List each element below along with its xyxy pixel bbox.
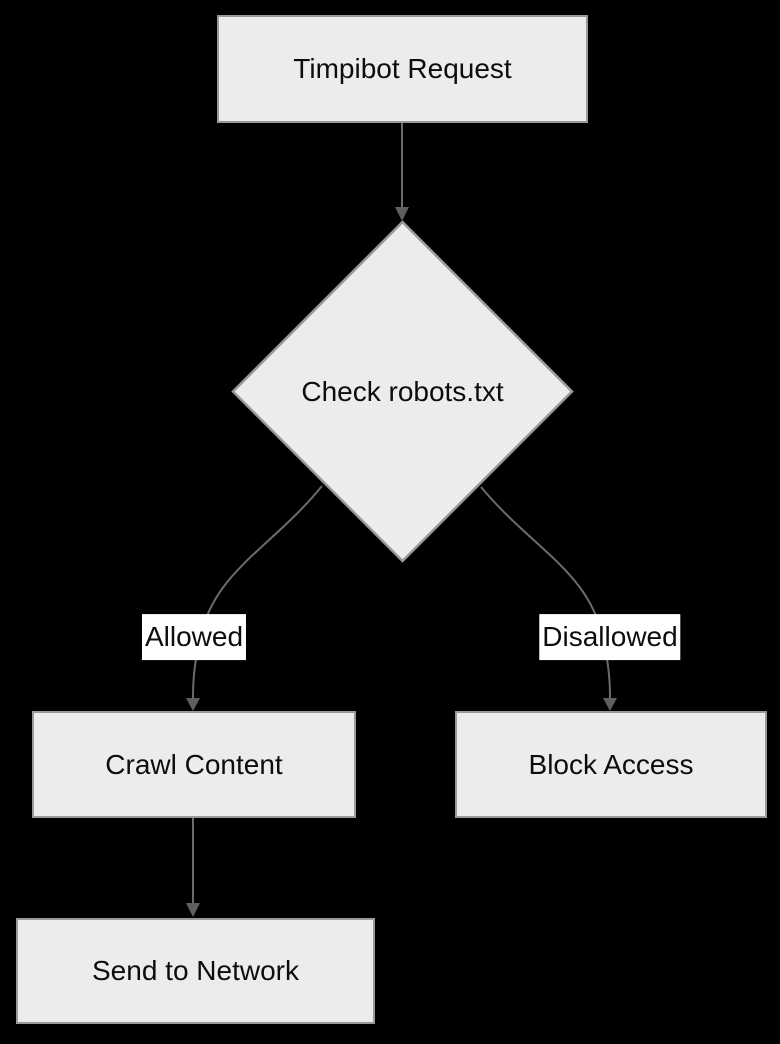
edge-crawl-to-send [186,818,200,917]
node-label: Check robots.txt [301,375,504,407]
node-timpibot-request: Timpibot Request [217,15,588,123]
diamond-shape [231,220,574,563]
node-crawl-content: Crawl Content [32,711,356,818]
node-check-robots-txt: Check robots.txt [231,220,574,563]
edge-request-to-check [395,123,409,221]
arrowhead-icon [186,698,200,711]
node-send-to-network: Send to Network [16,918,375,1024]
arrowhead-icon [603,698,617,711]
node-block-access: Block Access [455,711,767,818]
node-label: Crawl Content [105,748,283,780]
edge-label-allowed: Allowed [141,614,247,660]
node-label: Send to Network [92,955,299,986]
arrowhead-icon [395,207,409,221]
edge-label-disallowed: Disallowed [539,614,681,660]
arrowhead-icon [186,903,200,917]
node-label: Timpibot Request [293,53,512,84]
node-label: Block Access [528,748,694,780]
